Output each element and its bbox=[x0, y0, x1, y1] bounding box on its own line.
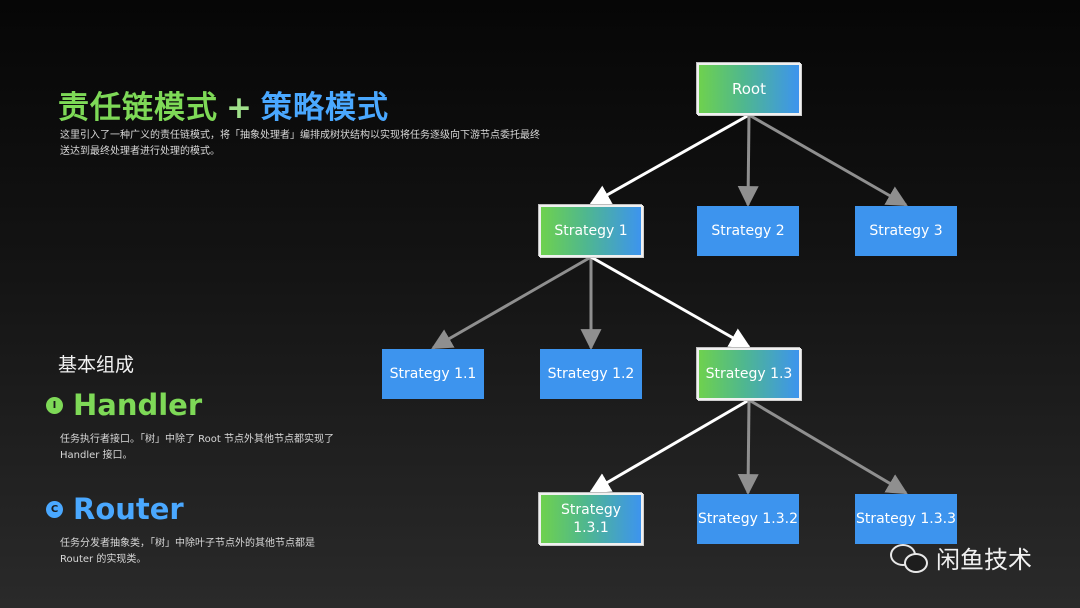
class-badge-icon: C bbox=[46, 500, 63, 518]
tree-node-strategy-1-3-1: Strategy 1.3.1 bbox=[539, 493, 643, 545]
watermark-text: 闲鱼技术 bbox=[936, 546, 1032, 574]
components-heading: 基本组成 bbox=[58, 354, 135, 376]
page-title: 责任链模式+策略模式 bbox=[58, 82, 389, 127]
handler-description: 任务执行者接口。「树」中除了 Root 节点外其他节点都实现了 Handler … bbox=[60, 434, 335, 461]
edge-root-to-s1 bbox=[589, 113, 750, 206]
title-plus: + bbox=[226, 90, 253, 126]
router-title: Router bbox=[73, 492, 184, 526]
edge-s1-to-s13 bbox=[590, 255, 751, 349]
tree-node-strategy-1-2: Strategy 1.2 bbox=[540, 349, 642, 399]
title-chain-of-responsibility: 责任链模式 bbox=[58, 90, 218, 126]
tree-node-strategy-1-3-2: Strategy 1.3.2 bbox=[697, 494, 799, 544]
tree-node-strategy-1-3-3: Strategy 1.3.3 bbox=[855, 494, 957, 544]
edge-s1-to-s11 bbox=[431, 255, 592, 350]
edge-s13-to-s133 bbox=[748, 398, 908, 495]
edge-s13-to-s131 bbox=[589, 398, 750, 494]
interface-badge-icon: I bbox=[46, 396, 63, 414]
edge-root-to-s3 bbox=[748, 113, 908, 207]
tree-node-strategy-1-1: Strategy 1.1 bbox=[382, 349, 484, 399]
tree-node-strategy-3: Strategy 3 bbox=[855, 206, 957, 256]
title-strategy: 策略模式 bbox=[260, 90, 389, 126]
tree-node-strategy-2: Strategy 2 bbox=[697, 206, 799, 256]
tree-node-root: Root bbox=[697, 63, 801, 115]
router-description: 任务分发者抽象类，「树」中除叶子节点外的其他节点都是 Router 的实现类。 bbox=[60, 538, 315, 565]
handler-interface: I Handler bbox=[46, 388, 202, 422]
wechat-watermark: 闲鱼技术 bbox=[890, 540, 1032, 575]
wechat-icon bbox=[890, 542, 930, 574]
edge-s13-to-s132 bbox=[737, 399, 759, 496]
tree-node-strategy-1: Strategy 1 bbox=[539, 205, 643, 257]
router-class: C Router bbox=[46, 492, 184, 526]
pattern-description: 这里引入了一种广义的责任链模式，将「抽象处理者」编排成树状结构以实现将任务逐级向… bbox=[60, 130, 540, 157]
handler-title: Handler bbox=[73, 388, 203, 422]
tree-node-strategy-1-3: Strategy 1.3 bbox=[697, 348, 801, 400]
edge-root-to-s2 bbox=[737, 114, 759, 208]
